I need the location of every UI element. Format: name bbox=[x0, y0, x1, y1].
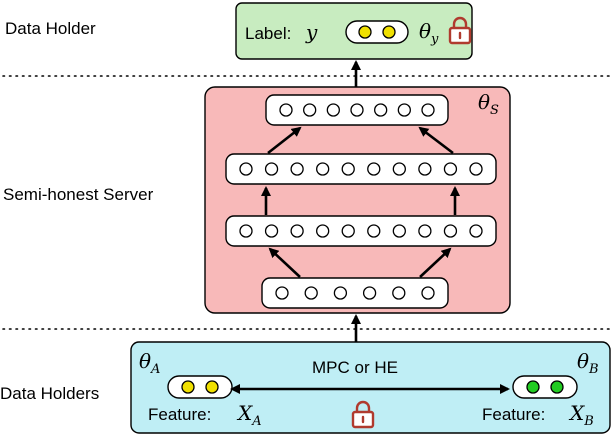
tier-label-data-holders: Data Holders bbox=[0, 384, 99, 403]
label-node bbox=[358, 25, 372, 39]
server-neuron bbox=[469, 162, 483, 176]
server-neuron bbox=[443, 162, 458, 176]
server-neuron bbox=[469, 224, 483, 238]
server-neuron bbox=[275, 286, 289, 300]
theta-b-symbol: θ bbox=[577, 349, 589, 373]
server-layer-2-nodes bbox=[239, 162, 483, 176]
theta-s-subscript: S bbox=[490, 103, 499, 118]
label-node-pill bbox=[345, 20, 409, 44]
server-neuron bbox=[264, 224, 279, 238]
server-layer-2 bbox=[225, 153, 497, 185]
theta-s-symbol: θ bbox=[478, 90, 490, 114]
server-neuron bbox=[304, 286, 318, 300]
feature-a-subscript: A bbox=[251, 414, 261, 429]
server-neuron bbox=[362, 286, 377, 300]
label-box: Label: y θy bbox=[235, 2, 473, 60]
server-layer-bottom-nodes bbox=[275, 286, 435, 300]
arrow-l4-to-l3-left bbox=[268, 247, 301, 278]
server-neuron bbox=[326, 103, 340, 117]
channel-label: MPC or HE bbox=[312, 358, 398, 377]
server-neuron bbox=[421, 286, 435, 300]
tier-label-server: Semi-honest Server bbox=[3, 185, 154, 204]
party-a-node-pill bbox=[167, 375, 233, 399]
server-neuron bbox=[341, 224, 355, 238]
server-neuron bbox=[443, 224, 458, 238]
server-neuron bbox=[418, 162, 432, 176]
feature-a-label: Feature: bbox=[148, 405, 211, 424]
feature-b-var: XB bbox=[568, 401, 594, 429]
server-neuron bbox=[374, 103, 388, 117]
server-neuron bbox=[333, 286, 348, 300]
holders-box: θA θB MPC or HE Feature: XA Feature: XB bbox=[130, 341, 611, 434]
theta-a-symbol: θ bbox=[139, 349, 151, 373]
server-neuron bbox=[392, 286, 406, 300]
party-b-node bbox=[526, 380, 540, 394]
party-a-node bbox=[181, 380, 195, 394]
arrow-l2-to-l1-left bbox=[267, 126, 302, 155]
theta-b: θB bbox=[577, 349, 599, 377]
arrow-l4-to-l3-right bbox=[419, 247, 452, 278]
lock-icon bbox=[448, 16, 472, 45]
server-neuron bbox=[397, 103, 411, 117]
server-layer-top-nodes bbox=[279, 103, 435, 117]
server-layer-3-nodes bbox=[239, 224, 483, 238]
theta-b-subscript: B bbox=[588, 362, 599, 377]
server-neuron bbox=[303, 103, 317, 117]
tier-label-data-holder: Data Holder bbox=[5, 19, 96, 38]
server-neuron bbox=[421, 103, 435, 117]
server-neuron bbox=[367, 162, 381, 176]
server-neuron bbox=[392, 162, 406, 176]
lock-icon bbox=[351, 400, 375, 429]
label-variable: y bbox=[305, 20, 318, 44]
server-neuron bbox=[316, 224, 330, 238]
feature-b-symbol: X bbox=[568, 401, 585, 425]
server-neuron bbox=[279, 103, 293, 117]
server-layer-bottom bbox=[261, 277, 449, 309]
server-neuron bbox=[392, 224, 406, 238]
theta-s: θS bbox=[478, 90, 499, 118]
label-node bbox=[382, 25, 396, 39]
server-neuron bbox=[290, 162, 304, 176]
feature-b-subscript: B bbox=[583, 414, 594, 429]
party-a-node bbox=[205, 380, 219, 394]
server-neuron bbox=[341, 162, 355, 176]
party-b-node bbox=[550, 380, 564, 394]
server-neuron bbox=[239, 224, 253, 238]
server-neuron bbox=[350, 103, 364, 117]
server-layer-3 bbox=[225, 215, 497, 247]
theta-y-subscript: y bbox=[430, 32, 439, 47]
feature-a-symbol: X bbox=[236, 401, 253, 425]
server-neuron bbox=[316, 162, 330, 176]
party-b-node-pill bbox=[512, 375, 578, 399]
theta-y: θy bbox=[419, 19, 439, 47]
feature-b-label: Feature: bbox=[482, 405, 545, 424]
arrow-l2-to-l1-right bbox=[418, 126, 454, 155]
server-neuron bbox=[418, 224, 432, 238]
server-box: θS bbox=[204, 86, 511, 314]
theta-a-subscript: A bbox=[150, 362, 160, 377]
theta-y-symbol: θ bbox=[419, 19, 431, 43]
theta-a: θA bbox=[139, 349, 160, 377]
server-neuron bbox=[367, 224, 381, 238]
feature-a-var: XA bbox=[236, 401, 262, 429]
label-text: Label: bbox=[245, 24, 291, 43]
server-neuron bbox=[264, 162, 279, 176]
server-neuron bbox=[290, 224, 304, 238]
server-neuron bbox=[239, 162, 253, 176]
